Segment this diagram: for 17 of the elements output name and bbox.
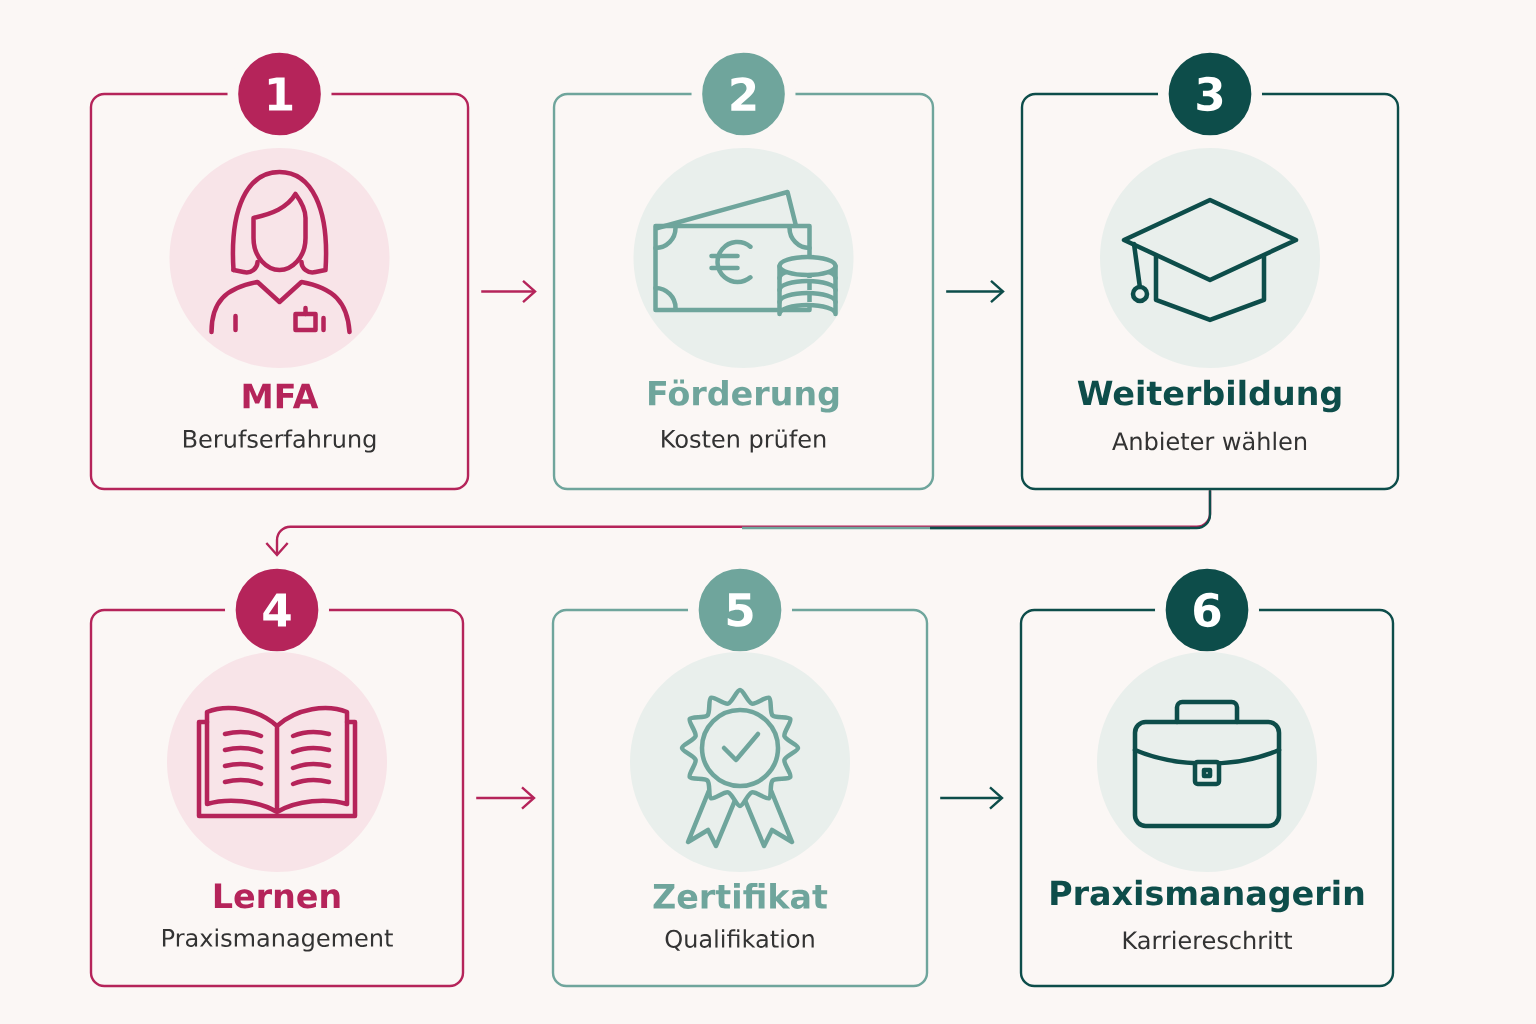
arrow: [476, 786, 536, 810]
step-subtitle: Praxismanagement: [163, 928, 393, 952]
step-title: MFA: [243, 383, 319, 409]
step-title: Förderung: [649, 379, 839, 413]
step-subtitle: Anbieter wählen: [1112, 431, 1307, 451]
step-title: Praxismanagerin: [1051, 879, 1364, 913]
arrow: [946, 279, 1005, 304]
arrow: [940, 786, 1004, 810]
arrow: [265, 490, 1212, 557]
step-subtitle: Qualifikation: [665, 929, 814, 951]
step-subtitle: Berufserfahrung: [184, 429, 376, 453]
step-title: Weiterbildung: [1077, 379, 1341, 413]
step-title: Zertifikat: [653, 883, 828, 909]
step-subtitle: Karriereschritt: [1123, 930, 1292, 950]
step-subtitle: Kosten prüfen: [662, 429, 826, 453]
step-title: Lernen: [214, 883, 340, 909]
arrow: [481, 279, 537, 304]
